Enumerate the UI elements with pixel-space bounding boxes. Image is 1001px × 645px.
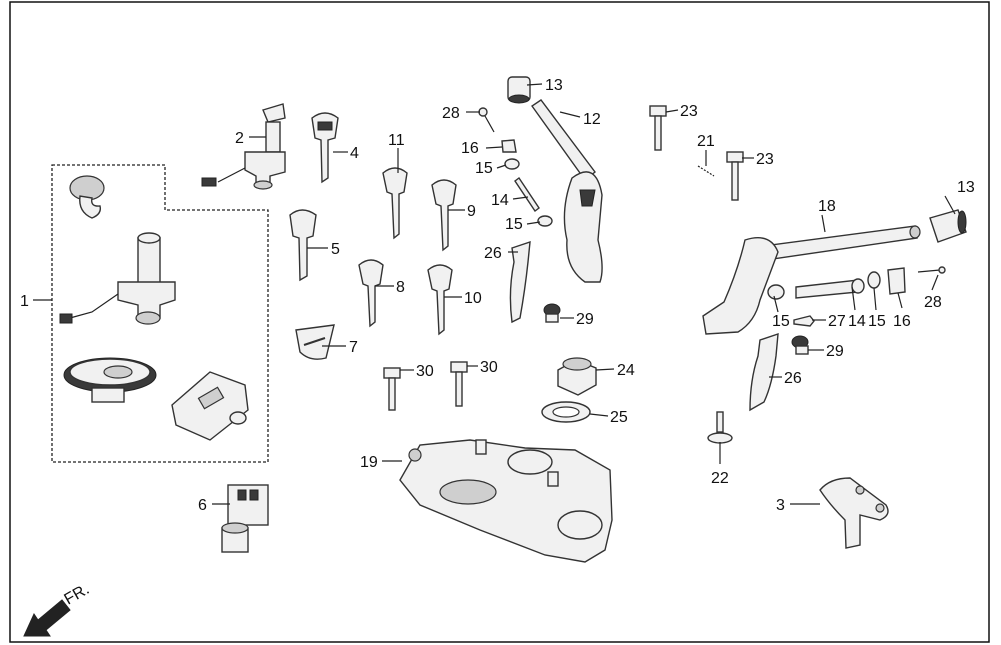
callout-8: 8 [396, 279, 405, 296]
bolt-23b [726, 151, 744, 201]
callout-28-left: 28 [442, 105, 460, 122]
callout-11: 11 [388, 132, 405, 149]
callout-15-right-b: 15 [868, 313, 886, 330]
callout-15-left-top: 15 [475, 160, 493, 177]
callout-4: 4 [350, 145, 359, 162]
callout-labels: 1 2 3 4 5 6 7 8 9 10 11 12 13 13 14 14 1… [20, 77, 975, 514]
bolt-30a [383, 367, 401, 411]
callout-29-left: 29 [576, 311, 594, 328]
callout-6: 6 [198, 497, 207, 514]
front-direction-arrow [23, 599, 71, 637]
triple-clamp-19 [399, 439, 613, 563]
spring-21 [697, 165, 715, 177]
callout-24: 24 [617, 362, 635, 379]
bolt-30b [450, 361, 468, 407]
pin-14-left [514, 176, 540, 213]
callout-27: 27 [828, 313, 846, 330]
callout-14-left: 14 [491, 192, 509, 209]
group-box-part-1 [51, 164, 269, 463]
screw-22 [707, 411, 733, 444]
callout-19: 19 [360, 454, 378, 471]
callout-28-right: 28 [924, 294, 942, 311]
seat-lock [171, 371, 249, 441]
callout-21: 21 [697, 133, 715, 150]
callout-23-b: 23 [756, 151, 774, 168]
bolt-23a [649, 105, 667, 151]
callout-30-b: 30 [480, 359, 498, 376]
key-4 [311, 112, 339, 184]
callout-14-right: 14 [848, 313, 866, 330]
callout-13-top: 13 [545, 77, 563, 94]
callout-2: 2 [235, 130, 244, 147]
callout-26-right: 26 [784, 370, 802, 387]
cotter-pin-27 [793, 315, 815, 327]
ignition-cap [69, 175, 105, 219]
callout-1: 1 [20, 293, 29, 310]
callout-18: 18 [818, 198, 836, 215]
callout-30-a: 30 [416, 363, 434, 380]
callout-13-right: 13 [957, 179, 975, 196]
main-ignition-switch [201, 103, 286, 190]
leader-lines [33, 83, 956, 505]
fuel-cap-lock [63, 357, 157, 403]
callout-9: 9 [467, 203, 476, 220]
bracket-3 [819, 477, 889, 549]
callout-3: 3 [776, 497, 785, 514]
key-5 [289, 209, 317, 282]
callout-15-right-a: 15 [772, 313, 790, 330]
pin-14-right [795, 278, 865, 299]
callout-22: 22 [711, 470, 729, 487]
collar-15-left-top [504, 158, 520, 170]
side-stand-18 [702, 225, 921, 335]
callout-26-left: 26 [484, 245, 502, 262]
bolt-29-right [791, 335, 809, 355]
key-9 [431, 179, 457, 252]
key-11 [382, 167, 408, 240]
callout-23-a: 23 [680, 103, 698, 120]
callout-16-left: 16 [461, 140, 479, 157]
screw-28-left [478, 107, 495, 133]
callout-5: 5 [331, 241, 340, 258]
bracket-26-left [509, 240, 531, 324]
connector-6 [221, 484, 269, 553]
grip-rubber-13-right [929, 209, 967, 243]
front-direction-label: FR. [62, 581, 93, 609]
key-tag [295, 324, 335, 360]
key-8 [358, 259, 384, 328]
callout-12: 12 [583, 111, 601, 128]
screw-28-right [917, 266, 946, 274]
collar-15-right [767, 284, 785, 300]
callout-10: 10 [464, 290, 482, 307]
washer-25 [541, 401, 591, 423]
bolt-29-left [543, 303, 561, 323]
collar-15-left-bottom [537, 215, 553, 227]
grip-rubber-13-top [507, 76, 531, 104]
callout-7: 7 [349, 339, 358, 356]
steering-nut-24 [557, 357, 597, 396]
callout-16-right: 16 [893, 313, 911, 330]
key-10 [427, 264, 453, 336]
ignition-switch-assembly [59, 232, 176, 325]
stand-lever-12 [531, 99, 603, 283]
bracket-26-right [749, 332, 779, 412]
diagram-frame [9, 1, 990, 643]
callout-15-left-bottom: 15 [505, 216, 523, 233]
callout-29-right: 29 [826, 343, 844, 360]
callout-25: 25 [610, 409, 628, 426]
washer-15-right [867, 271, 881, 289]
clip-16-right [887, 267, 906, 295]
clip-16-left [501, 139, 517, 153]
